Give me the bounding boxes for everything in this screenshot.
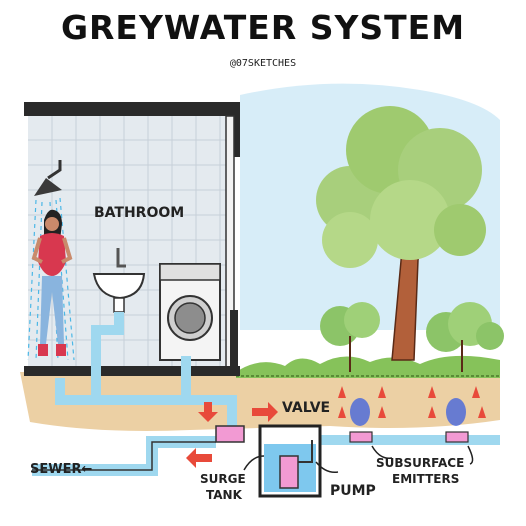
valve-label: VALVE [282, 400, 331, 416]
emitter-icon [445, 431, 469, 443]
valve-icon [215, 425, 245, 443]
grass-strip [236, 355, 500, 378]
roof-slab [24, 102, 236, 116]
bathroom-label: BATHROOM [94, 205, 185, 221]
emitter-icon [349, 431, 373, 443]
floor-slab [24, 366, 240, 376]
flow-arrows [186, 386, 486, 468]
surge-tank-label-line2: TANK [206, 488, 242, 502]
author-credit: @07SKETCHES [229, 58, 297, 69]
pump-icon [279, 440, 313, 489]
emitters-label-line2: EMITTERS [392, 472, 460, 486]
label-leaders [243, 445, 474, 474]
emitters-label-line1: SUBSURFACE [376, 456, 465, 470]
sink-icon [92, 248, 146, 313]
water-spray-icon [350, 398, 466, 426]
shrub-left-icon [320, 302, 380, 372]
shrub-right-icon [426, 302, 504, 372]
washing-machine-icon [159, 263, 221, 361]
pump-label: PUMP [330, 483, 376, 499]
surge-tank-label-line1: SURGE [200, 472, 246, 486]
person-showering-icon [31, 209, 73, 356]
sewer-label: SEWER← [30, 462, 93, 477]
tree-icon [316, 106, 486, 361]
diagram-title: GREYWATER SYSTEM [60, 8, 466, 47]
